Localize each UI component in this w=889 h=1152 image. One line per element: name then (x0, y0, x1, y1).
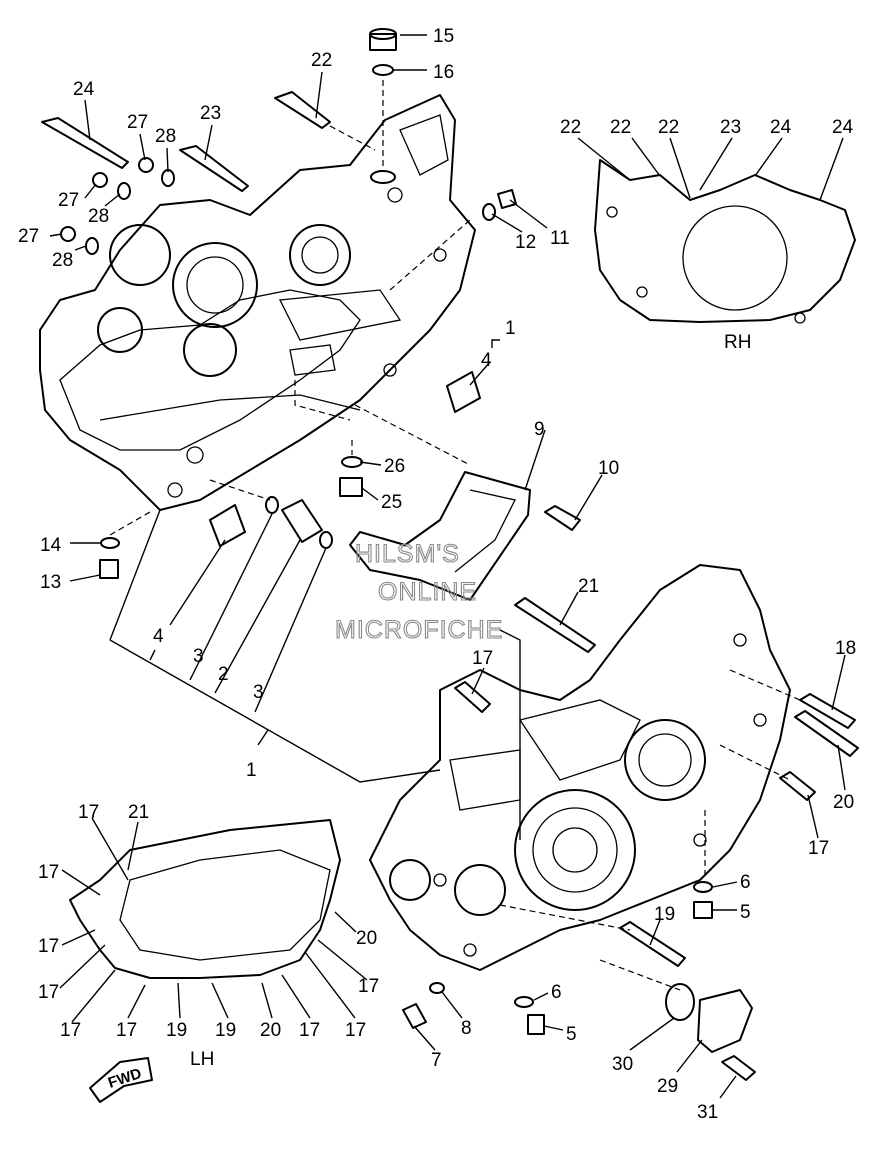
callout-17: 17 (808, 838, 829, 859)
callout-13: 13 (40, 572, 61, 593)
callout-14: 14 (40, 535, 62, 556)
callout-2: 2 (218, 664, 229, 685)
callout-20: 20 (833, 792, 854, 813)
callout-1: 1 (505, 318, 516, 339)
callout-27: 27 (58, 190, 79, 211)
watermark: HILSM'S ONLINE MICROFICHE (334, 539, 503, 644)
left-crankcase-half (369, 564, 801, 991)
right-crankcase-half (39, 94, 476, 511)
callout-6: 6 (740, 872, 751, 893)
callout-8: 8 (461, 1018, 472, 1039)
callout-23: 23 (720, 117, 741, 138)
rh-label: RH (724, 332, 751, 353)
callout-31: 31 (697, 1102, 718, 1123)
callout-22: 22 (311, 50, 332, 71)
callout-17: 17 (38, 862, 59, 883)
callout-17: 17 (358, 976, 379, 997)
callout-16: 16 (433, 62, 454, 83)
lh-label: LH (190, 1049, 214, 1070)
callout-6: 6 (551, 982, 562, 1003)
callout-3: 3 (193, 646, 204, 667)
leader-lines (49, 34, 846, 1099)
callout-20: 20 (260, 1020, 281, 1041)
watermark-line-3: MICROFICHE (335, 616, 503, 644)
callout-5: 5 (740, 902, 751, 923)
callout-12: 12 (515, 232, 536, 253)
callout-21: 21 (128, 802, 149, 823)
callout-25: 25 (381, 492, 402, 513)
rh-gasket-outline (594, 159, 856, 324)
callout-26: 26 (384, 456, 405, 477)
callout-29: 29 (657, 1076, 678, 1097)
callout-17: 17 (38, 982, 59, 1003)
upper-fasteners (41, 28, 517, 579)
callout-30: 30 (612, 1054, 633, 1075)
callout-17: 17 (78, 802, 99, 823)
callout-17: 17 (60, 1020, 81, 1041)
callout-21: 21 (578, 576, 599, 597)
callout-19: 19 (166, 1020, 187, 1041)
callout-27: 27 (127, 112, 148, 133)
callout-11: 11 (550, 228, 570, 249)
callout-19: 19 (654, 904, 675, 925)
callout-18: 18 (835, 638, 856, 659)
callout-7: 7 (431, 1050, 442, 1071)
callout-22: 22 (610, 117, 631, 138)
callout-24: 24 (73, 79, 95, 100)
callout-17: 17 (38, 936, 59, 957)
watermark-line-2: ONLINE (378, 578, 477, 606)
callout-3: 3 (253, 682, 264, 703)
fwd-arrow: FWD (89, 1057, 153, 1103)
callout-27: 27 (18, 226, 39, 247)
callout-24: 24 (832, 117, 854, 138)
lower-fasteners (402, 597, 859, 1081)
callout-22: 22 (560, 117, 581, 138)
callout-22: 22 (658, 117, 679, 138)
callout-4: 4 (153, 626, 164, 647)
callout-17: 17 (116, 1020, 137, 1041)
lh-gasket-outline (69, 819, 341, 979)
watermark-line-1: HILSM'S (355, 540, 460, 568)
callout-28: 28 (155, 126, 176, 147)
callout-1: 1 (246, 760, 257, 781)
callout-28: 28 (52, 250, 73, 271)
callout-5: 5 (566, 1024, 577, 1045)
oil-baffle-plate (349, 404, 581, 601)
callout-20: 20 (356, 928, 377, 949)
callout-17: 17 (299, 1020, 320, 1041)
callout-4: 4 (481, 350, 492, 371)
callout-17: 17 (472, 648, 493, 669)
callout-24: 24 (770, 117, 792, 138)
callout-numbers: 15 16 22 24 23 27 28 27 28 27 28 11 12 1… (18, 26, 856, 1123)
callout-10: 10 (598, 458, 619, 479)
callout-17: 17 (345, 1020, 366, 1041)
callout-28: 28 (88, 206, 109, 227)
callout-15: 15 (433, 26, 454, 47)
callout-19: 19 (215, 1020, 236, 1041)
callout-9: 9 (534, 419, 545, 440)
callout-23: 23 (200, 103, 221, 124)
